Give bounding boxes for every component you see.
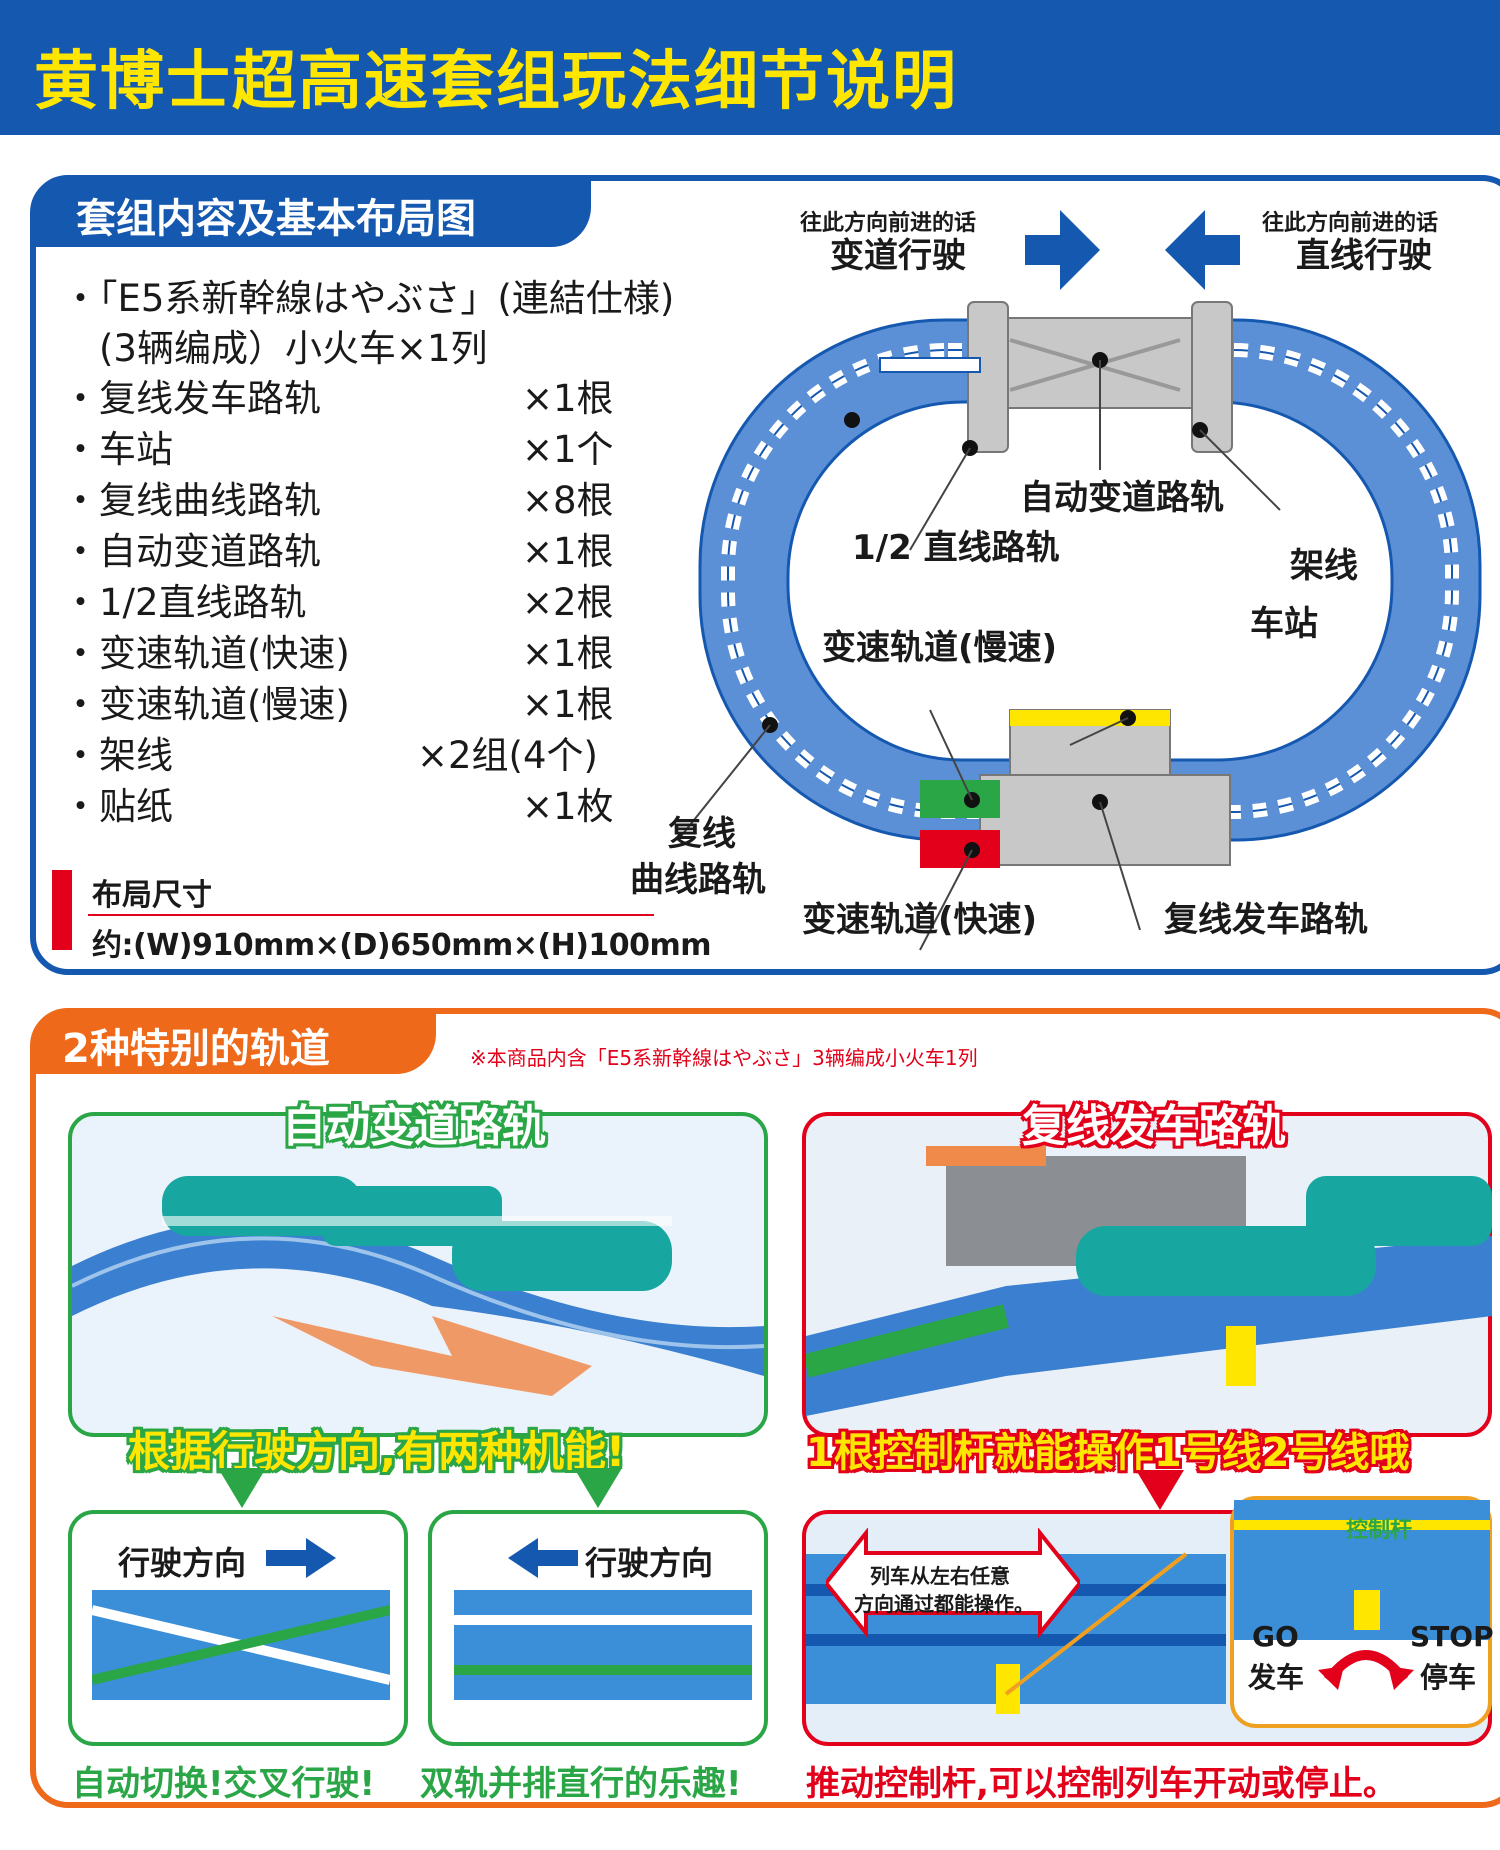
go-label-cn: 发车 <box>1248 1661 1305 1694</box>
label-speed-fast: 变速轨道(快速) <box>802 900 1038 940</box>
label-double-curve-2: 曲线路轨 <box>630 860 766 900</box>
auto-switch-banner: 根据行驶方向,有两种机能! <box>128 1427 626 1476</box>
special-section-note: ※本商品内含「E5系新幹線はやぶさ」3辆编成小火车1列 <box>470 1046 978 1070</box>
special-section-tab <box>36 1008 436 1074</box>
auto-switch-title: 自动变道路轨 <box>282 1101 546 1152</box>
label-overhead: 架线 <box>1290 546 1358 586</box>
go-label-en: GO <box>1252 1620 1299 1653</box>
list-item: ・复线发车路轨×1根 <box>62 377 614 420</box>
arrow-left-icon <box>1165 210 1240 290</box>
dimensions-value: 约:(W)910mm×(D)650mm×(H)100mm <box>92 928 712 963</box>
speed-track-slow <box>920 780 1000 818</box>
list-item: ・贴纸×1枚 <box>62 785 614 828</box>
label-station: 车站 <box>1250 604 1318 644</box>
stop-label-en: STOP <box>1410 1620 1494 1653</box>
left-direction-label: 变道行驶 <box>830 236 966 276</box>
overhead-post-right <box>1191 301 1233 453</box>
leader-lines <box>680 360 1281 951</box>
layout-diagram <box>680 210 1482 951</box>
special-section-title: 2种特别的轨道 <box>62 1026 330 1072</box>
banner-pointer-right <box>574 1468 622 1508</box>
list-item: (3辆编成）小火车×1列 <box>62 327 488 370</box>
list-item: ・车站×1个 <box>62 428 614 471</box>
label-double-curve-1: 复线 <box>668 814 736 854</box>
double-start-title: 复线发车路轨 <box>1022 1101 1286 1152</box>
overhead-post-left <box>967 301 1009 453</box>
contents-section-title: 套组内容及基本布局图 <box>76 196 476 242</box>
cross-mode-direction-label: 行驶方向 <box>118 1544 247 1582</box>
stop-label-cn: 停车 <box>1420 1661 1477 1694</box>
special-section-frame <box>30 1008 1500 1808</box>
header-bar: 黄博士超高速套组玩法细节说明 <box>0 0 1500 135</box>
list-item: ・自动变道路轨×1根 <box>62 530 614 573</box>
right-direction-label: 直线行驶 <box>1296 236 1432 276</box>
straight-mode-direction-label: 行驶方向 <box>585 1544 714 1582</box>
list-item: ・1/2直线路轨×2根 <box>62 581 614 624</box>
arrow-right-icon <box>1025 210 1100 290</box>
double-start-illustration <box>806 1146 1492 1416</box>
contents-section-frame <box>30 175 1500 975</box>
straight-mode-caption: 双轨并排直行的乐趣! <box>420 1764 742 1804</box>
station-roof-yellow <box>1010 710 1170 726</box>
page-title: 黄博士超高速套组玩法细节说明 <box>34 45 958 119</box>
list-item: ・变速轨道(慢速)×1根 <box>62 683 614 726</box>
right-direction-note: 往此方向前进的话 <box>1262 211 1439 236</box>
double-arrow-icon <box>826 1528 1080 1638</box>
dimensions-accent-bar <box>52 870 72 950</box>
cross-mode-illustration <box>92 1590 390 1700</box>
cross-mode-caption: 自动切换!交叉行驶! <box>72 1764 376 1804</box>
lever-detail-illustration <box>1234 1500 1490 1640</box>
dimensions-label: 布局尺寸 <box>92 878 212 913</box>
dimensions-divider <box>88 914 654 916</box>
list-item: ・变速轨道(快速)×1根 <box>62 632 614 675</box>
banner-pointer-red <box>1136 1470 1184 1510</box>
auto-switch-illustration <box>72 1176 764 1396</box>
label-double-start: 复线发车路轨 <box>1164 900 1368 940</box>
arrow-right-icon <box>266 1538 336 1578</box>
label-auto-switch: 自动变道路轨 <box>1020 478 1224 518</box>
lever-label: 控制杆 <box>1346 1518 1413 1543</box>
list-item: ・架线×2组(4个) <box>62 734 598 777</box>
double-start-banner: 1根控制杆就能操作1号线2号线哦 <box>806 1430 1410 1476</box>
list-item: ・复线曲线路轨×8根 <box>62 479 614 522</box>
curved-arrow-icon <box>1318 1650 1414 1690</box>
list-item: ・「E5系新幹線はやぶさ」(連結仕様) <box>62 277 675 320</box>
lever-caption: 推动控制杆,可以控制列车开动或停止。 <box>806 1764 1397 1804</box>
arrow-text-line2: 方向通过都能操作。 <box>854 1592 1034 1616</box>
speed-track-fast <box>920 830 1000 868</box>
half-straight-track <box>879 357 981 373</box>
banner-pointer-left <box>218 1468 266 1508</box>
label-half-straight: 1/2 直线路轨 <box>852 528 1060 568</box>
contents-section-tab <box>36 175 591 247</box>
straight-mode-illustration <box>454 1590 752 1700</box>
left-direction-note: 往此方向前进的话 <box>800 211 977 236</box>
arrow-left-icon <box>508 1538 578 1578</box>
arrow-text-line1: 列车从左右任意 <box>870 1564 1010 1588</box>
pointer-dot <box>844 412 860 428</box>
label-speed-slow: 变速轨道(慢速) <box>822 628 1058 668</box>
